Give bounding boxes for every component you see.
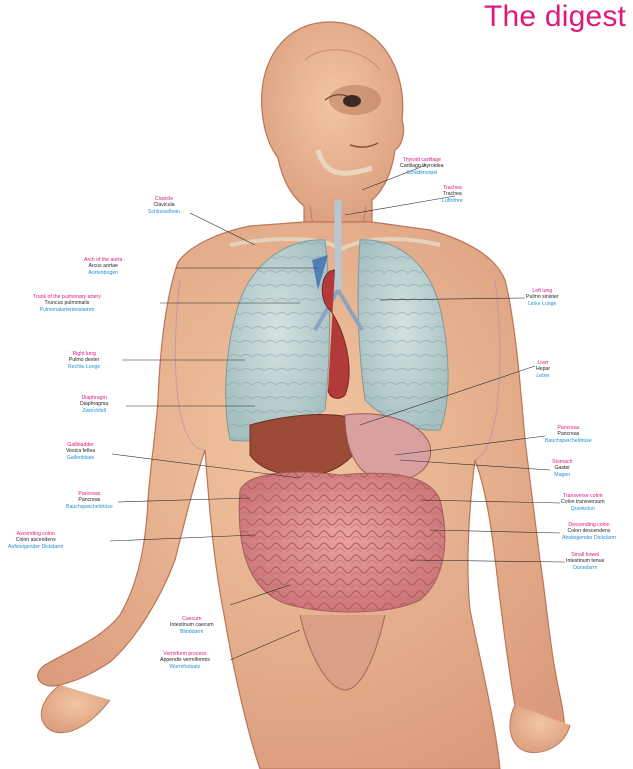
label-latin: Hepar [536, 366, 550, 372]
label-latin: Diaphragma [80, 401, 108, 407]
label-arch-of-aorta: Arch of the aorta Arcus aortae Aortenbog… [84, 257, 122, 276]
label-latin: Cartilago thyroidea [400, 163, 444, 169]
label-clavicle: Clavicle Clavicula Schlüsselbein [148, 196, 180, 215]
label-descending-colon: Descending colon Colon descendens Abstei… [562, 522, 616, 541]
label-german: Linke Lunge [526, 301, 559, 307]
label-left-lung: Left lung Pulmo sinister Linke Lunge [526, 288, 559, 307]
label-german: Rechte Lunge [68, 364, 100, 370]
label-german: Zwerchfell [80, 408, 108, 414]
label-gallbladder: Gallbladder Vesica fellea Gallenblase [66, 442, 95, 461]
label-german: Blinddarm [170, 629, 214, 635]
label-latin: Intestinum caecum [170, 622, 214, 628]
label-stomach: Stomach Gaster Magen [552, 459, 572, 478]
label-german: Magen [552, 472, 572, 478]
label-pulmonary-artery: Trunk of the pulmonary artery Truncus pu… [33, 294, 101, 313]
label-german: Absteigender Dickdarm [562, 535, 616, 541]
label-german: Schlüsselbein [148, 209, 180, 215]
label-ascending-colon: Ascending colon Colon ascendens Aufsteig… [8, 531, 63, 550]
label-vermiform-process: Vermiform process Appendix vermiformis W… [160, 651, 210, 670]
label-german: Aufsteigender Dickdarm [8, 544, 63, 550]
label-german: Querkolon [561, 506, 605, 512]
label-thyroid-cartilage: Thyroid cartilage Cartilago thyroidea Sc… [400, 157, 444, 176]
label-german: Aortenbogen [84, 270, 122, 276]
label-transverse-colon: Transverse colon Colon transversum Querk… [561, 493, 605, 512]
label-latin: Vesica fellea [66, 448, 95, 454]
label-german: Wurmfortsatz [160, 664, 210, 670]
label-latin: Gaster [552, 465, 572, 471]
label-latin: Colon transversum [561, 499, 605, 505]
label-latin: Arcus aortae [84, 263, 122, 269]
label-latin: Appendix vermiformis [160, 657, 210, 663]
label-german: Pulmonalarterienstamm [33, 307, 101, 313]
label-german: Bauchspeicheldrüse [66, 504, 113, 510]
label-latin: Colon descendens [562, 528, 616, 534]
label-right-lung: Right lung Pulmo dexter Rechte Lunge [68, 351, 100, 370]
label-pancreas-left: Pancreas Pancreas Bauchspeicheldrüse [66, 491, 113, 510]
label-caecum: Caecum Intestinum caecum Blinddarm [170, 616, 214, 635]
label-latin: Intestinum tenue [566, 558, 604, 564]
label-latin: Trachea [442, 191, 463, 197]
label-german: Bauchspeicheldrüse [545, 438, 592, 444]
label-german: Leber [536, 373, 550, 379]
label-pancreas-right: Pancreas Pancreas Bauchspeicheldrüse [545, 425, 592, 444]
label-diaphragm: Diaphragm Diaphragma Zwerchfell [80, 395, 108, 414]
label-german: Luftröhre [442, 198, 463, 204]
label-german: Dünndarm [566, 565, 604, 571]
label-latin: Pulmo sinister [526, 294, 559, 300]
poster-title: The digest [484, 0, 626, 34]
label-latin: Pulmo dexter [68, 357, 100, 363]
label-liver: Liver Hepar Leber [536, 360, 550, 379]
label-german: Gallenblase [66, 455, 95, 461]
label-small-bowel: Small bowel Intestinum tenue Dünndarm [566, 552, 604, 571]
head [262, 22, 404, 232]
label-latin: Colon ascendens [8, 537, 63, 543]
label-german: Schildknorpel [400, 170, 444, 176]
label-trachea: Trachea Trachea Luftröhre [442, 185, 463, 204]
